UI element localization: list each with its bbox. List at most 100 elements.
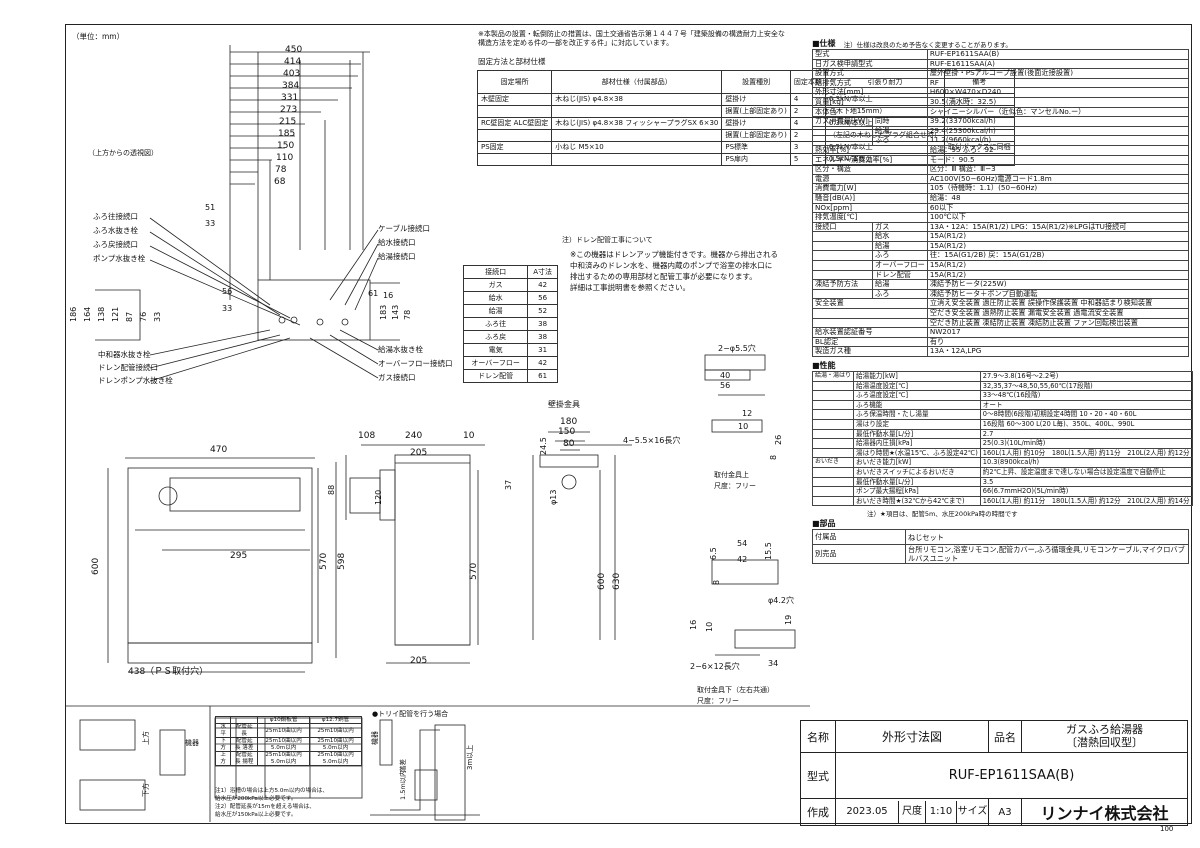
perf-label: 最低作動水量[L/分]	[853, 476, 981, 488]
left-part-label: ドレンポンプ水抜き栓	[98, 376, 173, 385]
spec-label: 給水装置認証番号	[812, 327, 928, 338]
pipe-note-line: 給水圧が150kPa以上必要です。	[215, 812, 297, 818]
made-label: 作成	[800, 798, 836, 826]
spec-sublabel: ドレン配管	[872, 269, 928, 281]
spec-value: 往：15A(G1/2B) 戻：15A(G1/2B)	[926, 250, 1190, 262]
front-dimension: 470	[210, 445, 228, 455]
perf-label: おいだきスイッチによるおいだき	[853, 466, 981, 478]
spec-label: BL認定	[812, 336, 928, 348]
spec-value: シャイニーシルバー（近似色：マンセルNo.ー）	[926, 106, 1190, 118]
perf-label: 給湯器内圧損[kPa]	[853, 438, 981, 449]
perf-label: おいだき時間★(32℃から42℃まで)	[853, 495, 981, 507]
fix-table-cell: 木ねじ(JIS) φ4.8×38	[551, 93, 723, 106]
small-dimension: 33	[205, 219, 216, 228]
front-dimension: 598	[337, 552, 347, 570]
fitting-bottom-dimension: φ4.2穴	[768, 596, 794, 605]
fix-table-cell: 木壁固定	[476, 93, 553, 106]
perf-value: 3.5	[979, 476, 1193, 488]
spec-value: RF	[926, 77, 1190, 89]
vertical-dimension: 183	[379, 304, 388, 320]
spec-sublabel: 給湯	[872, 240, 928, 252]
small-dimension: 16	[383, 291, 394, 300]
spec-value: 給湯：95 ふろ：92	[926, 144, 1190, 156]
front-dimension: 438（ＰＳ取付穴）	[128, 667, 209, 677]
vertical-dimension: 186	[69, 306, 78, 322]
spec-value: 空だき防止装置 凍結防止装置 凍結防止装置 ファン回転検出装置	[926, 317, 1190, 329]
fix-table-header: 固定場所	[476, 70, 553, 94]
spec-label: エネルギー消費効率[%]	[812, 154, 928, 166]
small-dimension: 56	[222, 287, 233, 296]
spec-value: AC100V(50−60Hz)電源コード1.8m	[926, 173, 1190, 185]
perf-note: 注）★項目は、配管5m、水圧200kPa時の時間です	[867, 510, 1018, 519]
spec-label	[812, 288, 873, 300]
spec-label: 区分・構造	[812, 164, 928, 175]
spec-label: ガス消費量[kW]	[812, 116, 873, 127]
spec-label	[812, 231, 873, 242]
pipe-table-cell: 上方	[214, 751, 232, 766]
fix-table-cell: PS固定	[476, 141, 553, 154]
perf-group	[811, 466, 855, 478]
conn-table-cell: 42	[527, 278, 558, 292]
perf-label: 最低作動水量[L/分]	[853, 428, 981, 440]
spec-label	[812, 317, 928, 329]
conn-table-cell: 52	[527, 304, 558, 318]
side-dimension: 10	[463, 431, 475, 441]
pipe-table-cell: 25m10曲以内	[257, 723, 311, 739]
fitting-bottom-caption-scale: 尺度：フリー	[697, 697, 739, 705]
pipe-table-cell: 配管延長 揚程	[230, 751, 259, 766]
left-part-label: 中和器水抜き栓	[98, 350, 151, 359]
perf-title: ■性能	[812, 361, 836, 370]
bracket-title: 壁掛金具	[548, 400, 580, 409]
spec-value: 100℃以下	[926, 212, 1190, 223]
fix-table-cell: 木ねじ(JIS) φ4.8×38 フィッシャープラグSX 6×30	[551, 117, 723, 130]
fitting-bottom-dimension: 2−6×12長穴	[690, 662, 740, 671]
perf-label: ふろ温度設定[℃]	[853, 390, 981, 401]
drain-note-line: 詳細は工事説明書を参照ください。	[570, 283, 690, 292]
bracket-dimension: 4−5.5×16長穴	[623, 436, 681, 445]
size-label: サイズ	[957, 806, 988, 817]
perf-group	[811, 409, 855, 420]
spec-value: NW2017	[926, 327, 1190, 338]
spec-value: 有り	[926, 336, 1190, 348]
fix-table-header: 部材仕様（付属部品）	[551, 70, 723, 94]
perf-value: 10.3(8900kcal/h)	[979, 457, 1193, 468]
conn-table-cell: 給水	[462, 291, 529, 305]
right-part-label: オーバーフロー接続口	[378, 359, 453, 368]
spec-label	[812, 308, 928, 319]
perf-value: 66(6.7mmH2O)(5L/min時)	[979, 486, 1193, 497]
side-dimension: 108	[358, 431, 376, 441]
right-part-label: 給水接続口	[378, 238, 416, 247]
left-part-label: ふろ水抜き栓	[93, 226, 138, 235]
right-part-label: ガス接続口	[378, 373, 416, 382]
spec-value: 凍結予防ヒータ(225W)	[926, 279, 1190, 290]
spec-label	[812, 269, 873, 281]
spec-label: 凍結予防方法	[812, 279, 873, 290]
tori-title: ●トリイ配管を行う場合	[372, 710, 449, 718]
vertical-dimension: 87	[125, 311, 134, 322]
vertical-dimension: 164	[83, 306, 92, 322]
fix-table-cell	[551, 129, 723, 142]
conn-table-cell: 電気	[462, 343, 529, 357]
perf-group	[811, 380, 855, 392]
perf-group	[811, 438, 855, 449]
spec-value: モード：90.5	[926, 154, 1190, 166]
model-label: 型式	[800, 752, 836, 799]
perf-group	[811, 447, 855, 459]
bracket-dimension: 80	[563, 439, 575, 449]
spec-sublabel: 給湯	[872, 125, 928, 137]
fitting-top-caption: 取付金具上尺度：フリー	[714, 470, 756, 492]
fix-table-cell	[476, 129, 553, 142]
spec-value: 立消え安全装置 過圧防止装置 誤操作保護装置 中和器詰まり検知装置	[926, 298, 1190, 310]
unit-note: （単位：mm）	[72, 32, 125, 41]
pipe-diagram-label: 上方	[142, 731, 150, 745]
small-dimension: 33	[222, 304, 233, 313]
drain-note-title: 注）ドレン配管工事について	[562, 236, 653, 244]
spec-value: 39.2(33700kcal/h)	[926, 116, 1190, 127]
spec-label: 排気温度[℃]	[812, 212, 928, 223]
perf-value: 16段階 60〜300 L(20 L毎)、350L、400L、990L	[979, 418, 1193, 430]
pipe-table-cell: 下方	[214, 737, 232, 753]
conn-table-cell: 31	[527, 343, 558, 357]
fix-table-cell	[476, 105, 553, 118]
piping-notes: 注1）浴槽の場合は上方5.0m以内の場合は、給水圧が200kPa以上必要です。注…	[215, 787, 328, 819]
